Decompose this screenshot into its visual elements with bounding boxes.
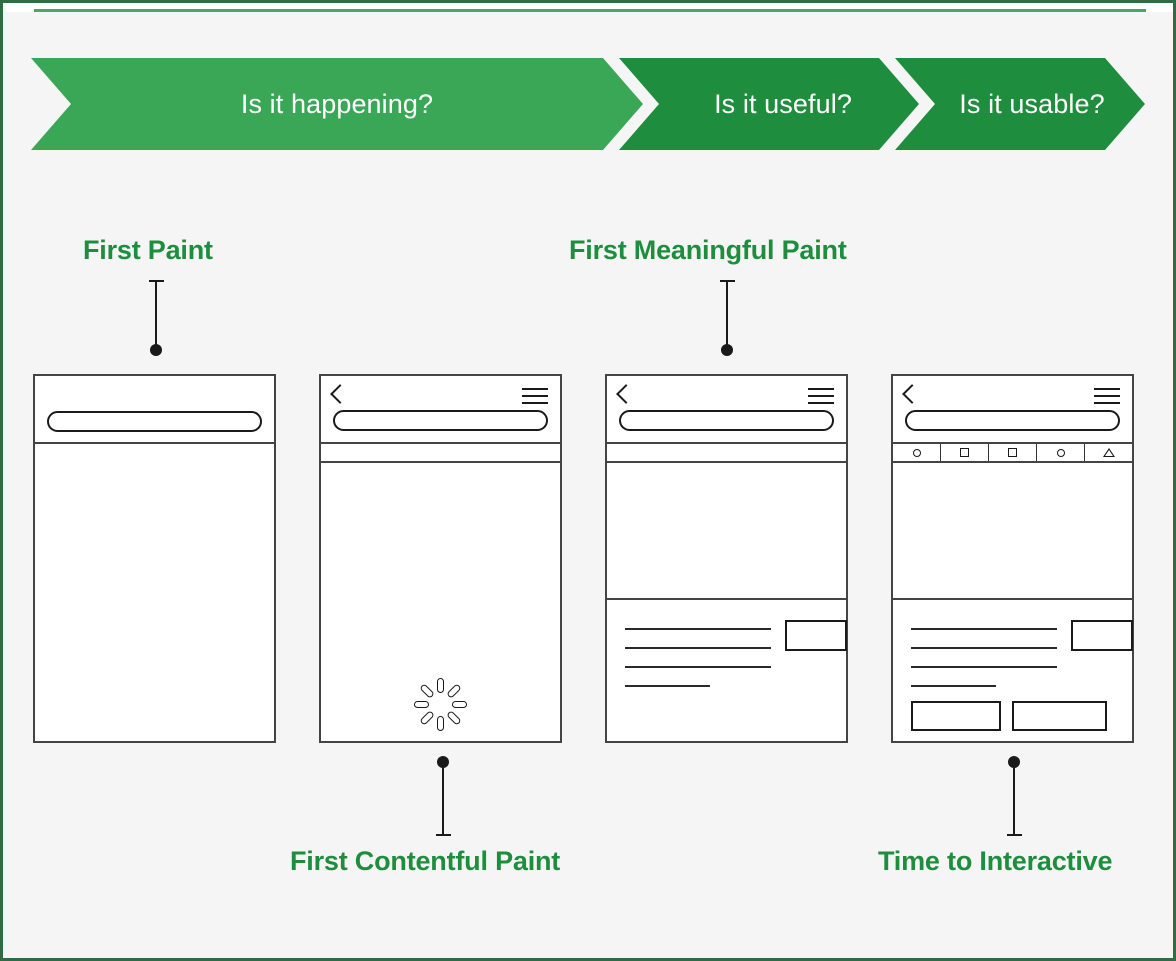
phone-header xyxy=(607,376,846,444)
phase-label: Is it usable? xyxy=(959,88,1105,119)
action-button-primary[interactable] xyxy=(911,701,1001,731)
chevron-left-icon[interactable] xyxy=(330,384,350,404)
toolbar-button-2[interactable] xyxy=(941,444,989,461)
search-pill-icon[interactable] xyxy=(333,410,548,431)
hamburger-menu-icon[interactable] xyxy=(1094,388,1120,404)
text-line xyxy=(625,666,771,668)
phase-label: Is it useful? xyxy=(714,88,852,119)
content-divider xyxy=(893,598,1132,600)
phone-header xyxy=(35,376,274,444)
phone-content-area xyxy=(35,444,274,809)
text-line xyxy=(625,647,771,649)
connector-cap xyxy=(1007,834,1022,836)
text-line xyxy=(911,628,1057,630)
hamburger-menu-icon[interactable] xyxy=(808,388,834,404)
toolbar-button-1[interactable] xyxy=(893,444,941,461)
phone-content-area xyxy=(893,463,1133,828)
phase-chevron-is-it-useful[interactable]: Is it useful? xyxy=(619,58,919,150)
hamburger-menu-icon[interactable] xyxy=(522,388,548,404)
phone-toolbar xyxy=(893,444,1132,463)
text-line xyxy=(625,628,771,630)
metric-label-first-contentful-paint: First Contentful Paint xyxy=(290,846,561,876)
metric-label-time-to-interactive: Time to Interactive xyxy=(878,846,1113,876)
text-line xyxy=(911,666,1057,668)
search-pill-icon[interactable] xyxy=(619,410,834,431)
toolbar-button-3[interactable] xyxy=(989,444,1037,461)
phone-content-area xyxy=(607,463,847,828)
text-line xyxy=(625,685,710,687)
chevron-left-icon[interactable] xyxy=(902,384,922,404)
phone-content-area xyxy=(321,463,560,828)
loading-spinner-icon xyxy=(413,676,469,732)
metric-label-first-paint: First Paint xyxy=(83,235,213,265)
phone-mockup-first-meaningful-paint xyxy=(605,374,848,743)
phone-mockup-time-to-interactive xyxy=(891,374,1134,743)
connector-dot xyxy=(437,756,449,768)
top-strip xyxy=(6,3,1173,12)
connector-first-paint xyxy=(146,280,166,356)
circle-icon xyxy=(912,448,921,457)
toolbar-button-5[interactable] xyxy=(1085,444,1132,461)
circle-icon xyxy=(1056,448,1065,457)
connector-time-to-interactive xyxy=(1004,756,1024,836)
phone-mockup-first-paint xyxy=(33,374,276,743)
connector-dot xyxy=(1008,756,1020,768)
connector-dot xyxy=(721,344,733,356)
toolbar-button-4[interactable] xyxy=(1037,444,1085,461)
metric-label-first-meaningful-paint: First Meaningful Paint xyxy=(569,235,847,265)
top-strip-accent xyxy=(34,9,1146,12)
connector-stem xyxy=(1013,764,1015,835)
phone-subbar xyxy=(321,444,560,463)
phase-banner: Is it happening? Is it useful? Is it usa… xyxy=(31,58,1145,150)
connector-first-contentful-paint xyxy=(433,756,453,836)
action-button-secondary[interactable] xyxy=(1012,701,1107,731)
chevron-left-icon[interactable] xyxy=(616,384,636,404)
connector-first-meaningful-paint xyxy=(717,280,737,356)
triangle-icon xyxy=(1102,448,1115,457)
square-icon xyxy=(960,448,969,457)
thumbnail-box xyxy=(1071,620,1133,651)
connector-stem xyxy=(442,764,444,835)
thumbnail-box xyxy=(785,620,847,651)
connector-dot xyxy=(150,344,162,356)
phase-chevron-is-it-usable[interactable]: Is it usable? xyxy=(895,58,1145,150)
phone-subbar xyxy=(607,444,846,463)
connector-stem xyxy=(726,281,728,348)
connector-cap xyxy=(436,834,451,836)
phone-mockup-first-contentful-paint xyxy=(319,374,562,743)
content-divider xyxy=(607,598,846,600)
phase-chevron-is-it-happening[interactable]: Is it happening? xyxy=(31,58,643,150)
search-pill-icon[interactable] xyxy=(905,410,1120,431)
search-pill-icon[interactable] xyxy=(47,411,262,432)
phone-header xyxy=(321,376,560,444)
phase-label: Is it happening? xyxy=(240,88,434,119)
phone-header xyxy=(893,376,1132,444)
square-icon xyxy=(1008,448,1017,457)
text-line xyxy=(911,685,996,687)
connector-stem xyxy=(155,281,157,348)
text-line xyxy=(911,647,1057,649)
